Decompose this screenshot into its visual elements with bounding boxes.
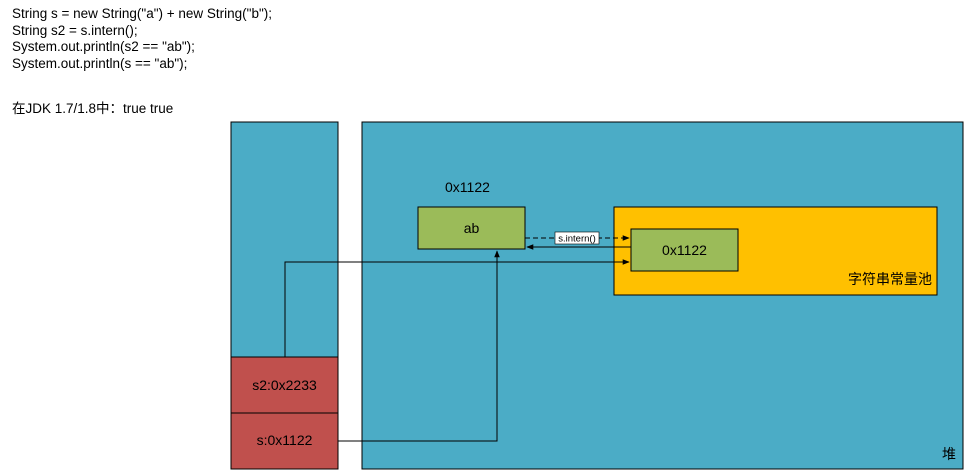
intern-label: s.intern(): [558, 234, 595, 245]
stack-var-s-label: s:0x1122: [257, 432, 313, 448]
code-line: System.out.println(s2 == "ab");: [12, 39, 195, 54]
code-line: System.out.println(s == "ab");: [12, 55, 188, 71]
string-pool-label: 字符串常量池: [848, 271, 932, 287]
s-reference-arrow: [338, 250, 500, 442]
heap-object-address: 0x1122: [445, 179, 490, 195]
s2-reference-arrow: [284, 259, 630, 357]
code-snippet: String s = new String("a") + new String(…: [12, 6, 272, 72]
pool-entry-box: [630, 228, 739, 272]
heap-object-box: [417, 206, 526, 250]
intern-label-bg: [554, 231, 600, 245]
stack-var-s: [230, 412, 339, 470]
code-line: String s = new String("a") + new String(…: [12, 6, 273, 21]
pool-entry-value: 0x1122: [662, 242, 707, 258]
stack-var-s2-label: s2:0x2233: [252, 377, 317, 393]
heap-label: 堆: [942, 446, 956, 462]
result-text: 在JDK 1.7/1.8中：true true: [12, 101, 174, 116]
code-line: String s2 = s.intern();: [12, 22, 138, 38]
heap-object-value: ab: [464, 220, 480, 236]
